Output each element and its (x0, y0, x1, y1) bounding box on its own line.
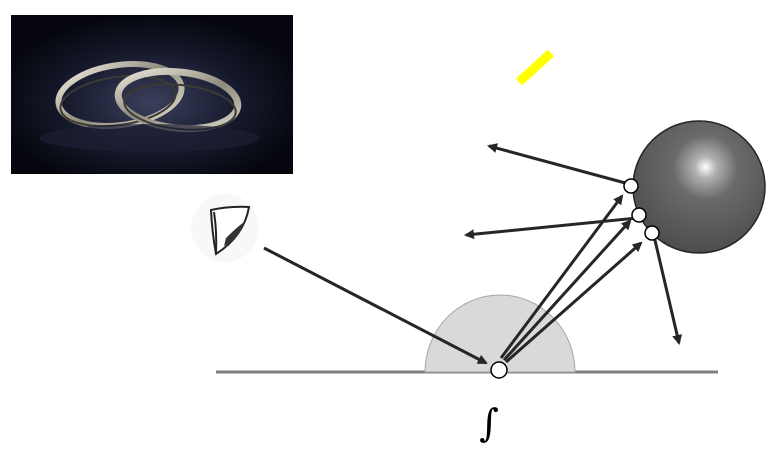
surface-point (490, 361, 508, 379)
eye-ray-arrow (263, 246, 488, 365)
light-source-bar (515, 49, 555, 86)
integral-symbol: ∫ (479, 401, 499, 445)
sphere-sample-point-1 (623, 178, 639, 194)
eye-icon (191, 194, 259, 262)
sphere-sample-point-2 (631, 207, 647, 223)
sphere-sample-point-3 (644, 225, 660, 241)
sphere-reflect-ray-1 (487, 143, 630, 186)
surface-to-sphere-ray-3 (505, 241, 643, 364)
surface-to-sphere-ray-2 (502, 219, 632, 362)
sphere-reflect-ray-3 (652, 235, 683, 345)
wedding-rings-photo (11, 15, 293, 174)
sphere-reflect-ray-2 (464, 216, 638, 240)
